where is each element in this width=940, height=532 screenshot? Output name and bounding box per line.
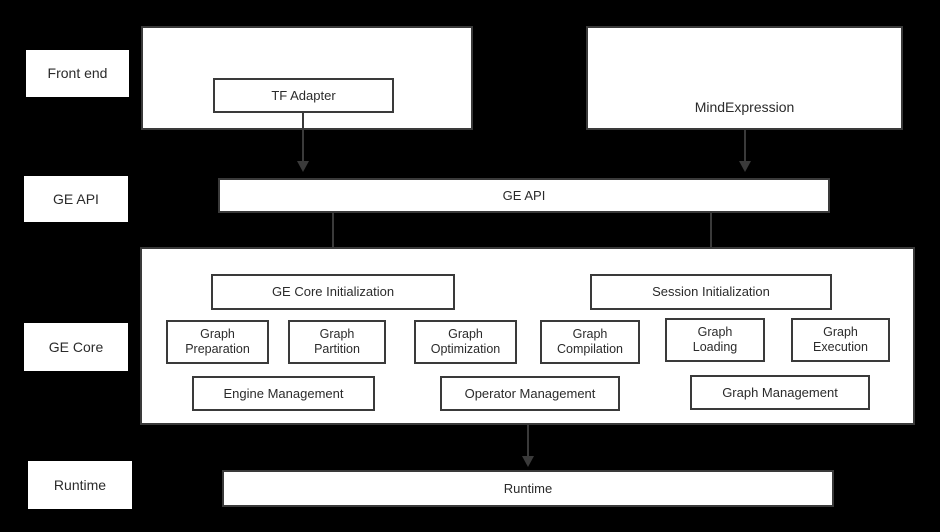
lane-label-runtime-text: Runtime (53, 476, 107, 493)
operator-management-box[interactable]: Operator Management (440, 376, 620, 411)
mindexpression-title: MindExpression (694, 99, 795, 115)
lane-label-runtime: Runtime (28, 461, 132, 509)
lane-label-ge-core: GE Core (24, 323, 128, 371)
lane-label-front-end: Front end (26, 50, 129, 97)
connector-ge-core-to-runtime (527, 425, 529, 458)
session-initialization-box[interactable]: Session Initialization (590, 274, 832, 310)
graph-execution-line2: Execution (813, 340, 868, 354)
connector-mindexpression-to-ge-api (744, 130, 746, 163)
tf-adapter-label: TF Adapter (271, 87, 336, 103)
lane-label-front-end-text: Front end (47, 65, 108, 82)
arrowhead-ge-core-to-runtime (522, 456, 534, 467)
graph-partition-line2: Partition (314, 342, 360, 356)
arrowhead-mindexpression-to-ge-api (739, 161, 751, 172)
graph-management-label: Graph Management (722, 384, 838, 400)
ge-api-bar-label: GE API (502, 187, 546, 203)
graph-loading-line1: Graph (697, 325, 733, 340)
runtime-bar[interactable]: Runtime (222, 470, 834, 507)
graph-execution-box[interactable]: Graph Execution (791, 318, 890, 362)
engine-management-label: Engine Management (223, 385, 344, 401)
lane-label-ge-core-text: GE Core (48, 338, 104, 355)
session-initialization-label: Session Initialization (652, 284, 770, 300)
graph-optimization-line1: Graph (448, 327, 483, 342)
graph-preparation-box[interactable]: Graph Preparation (166, 320, 269, 364)
graph-loading-line2: Loading (692, 340, 738, 354)
operator-management-label: Operator Management (464, 385, 596, 401)
graph-compilation-line2: Compilation (556, 342, 623, 356)
lane-label-ge-api-text: GE API (53, 190, 99, 207)
graph-compilation-box[interactable]: Graph Compilation (540, 320, 640, 364)
connector-ge-api-to-ge-core-init (332, 213, 334, 261)
graph-execution-line1: Graph (823, 325, 858, 340)
graph-optimization-line2: Optimization (430, 342, 501, 356)
graph-management-box[interactable]: Graph Management (690, 375, 870, 410)
ge-core-initialization-box[interactable]: GE Core Initialization (211, 274, 455, 310)
connector-ge-api-to-session-init (710, 213, 712, 261)
graph-loading-box[interactable]: Graph Loading (665, 318, 765, 362)
runtime-bar-label: Runtime (503, 480, 553, 496)
engine-management-box[interactable]: Engine Management (192, 376, 375, 411)
tf-adapter-box[interactable]: TF Adapter (213, 78, 394, 113)
ge-api-bar[interactable]: GE API (218, 178, 830, 213)
graph-preparation-line1: Graph (200, 327, 235, 342)
mindexpression-box[interactable]: MindExpression (586, 26, 903, 130)
ge-core-initialization-label: GE Core Initialization (271, 284, 395, 300)
graph-optimization-box[interactable]: Graph Optimization (414, 320, 517, 364)
graph-partition-line1: Graph (319, 327, 355, 342)
graph-partition-box[interactable]: Graph Partition (288, 320, 386, 364)
connector-tf-adapter-to-ge-api (302, 113, 304, 163)
lane-label-ge-api: GE API (24, 176, 128, 222)
graph-compilation-line1: Graph (572, 327, 608, 342)
graph-preparation-line2: Preparation (185, 342, 250, 356)
arrowhead-tf-adapter-to-ge-api (297, 161, 309, 172)
